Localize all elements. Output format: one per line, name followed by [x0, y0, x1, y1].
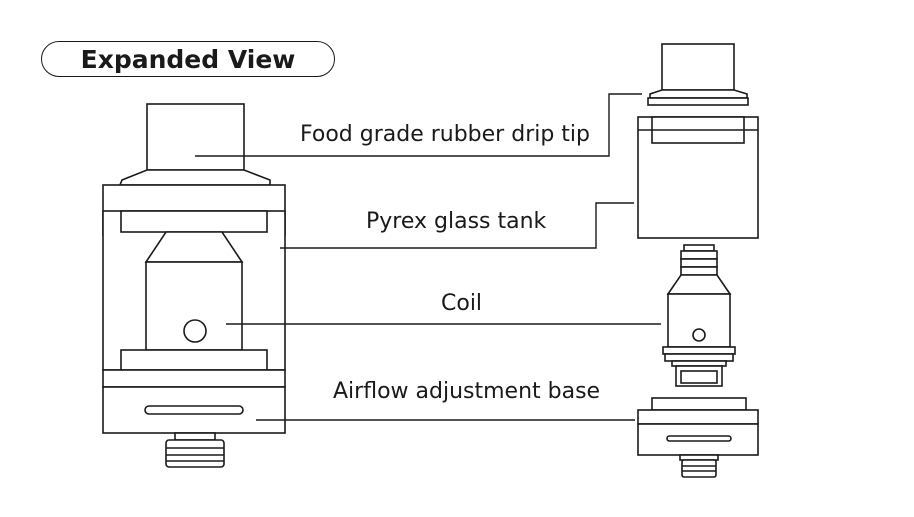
- assembled-base-ring: [102, 369, 286, 388]
- exploded-drip-tip: [647, 43, 749, 106]
- assembled-airflow-slot: [144, 405, 244, 415]
- assembled-drip-tip: [146, 103, 245, 171]
- label-drip-tip: Food grade rubber drip tip: [300, 122, 591, 147]
- assembled-connector-top: [174, 432, 216, 441]
- exploded-coil: [662, 244, 736, 387]
- assembled-connector: [165, 439, 225, 468]
- leader-glass-tank: [280, 202, 634, 249]
- label-glass-tank: Pyrex glass tank: [366, 209, 547, 234]
- assembled-top-cap: [118, 169, 271, 186]
- assembled-tank: [102, 103, 286, 468]
- label-coil: Coil: [441, 291, 483, 316]
- leader-lines: [195, 93, 661, 421]
- leader-drip-tip: [195, 93, 642, 157]
- assembled-inner-bottom-band: [120, 349, 268, 371]
- diagram-title: Expanded View: [41, 41, 335, 77]
- exploded-airflow-base: [637, 397, 759, 478]
- label-airflow-base: Airflow adjustment base: [333, 379, 601, 404]
- exploded-parts: [637, 43, 759, 478]
- exploded-glass-tank: [637, 116, 759, 239]
- diagram-title-text: Expanded View: [80, 44, 296, 74]
- assembled-coil-hole: [183, 319, 207, 343]
- assembled-inner-top-band: [120, 210, 268, 233]
